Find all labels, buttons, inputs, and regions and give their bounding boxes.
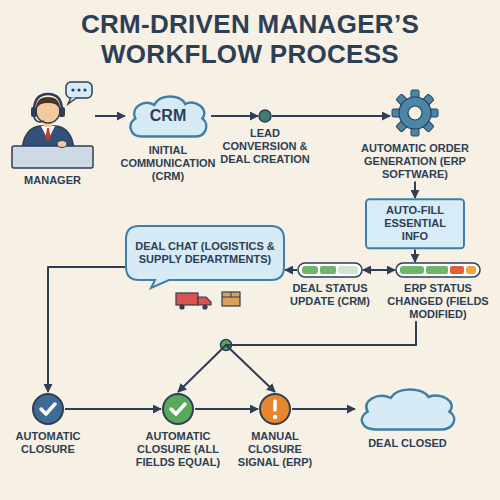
node-shape: [395, 262, 481, 278]
flow-arrow: [285, 269, 297, 271]
flow-node: DEAL STATUS UPDATE (CRM): [285, 262, 375, 308]
node-caption: MANAGER: [5, 174, 100, 187]
node-caption: DEAL STATUS UPDATE (CRM): [285, 282, 375, 308]
node-caption: INITIAL COMMUNICATION (CRM): [113, 144, 223, 184]
node-caption: AUTOMATIC CLOSURE: [8, 430, 88, 456]
node-shape: [297, 262, 363, 278]
node-caption: MANUAL CLOSURE SIGNAL (ERP): [230, 430, 320, 470]
flow-arrow: [272, 115, 390, 117]
check-circle: [161, 392, 195, 426]
flow-arrow: [178, 322, 416, 392]
box-icon: [222, 292, 240, 306]
status-bar: [297, 262, 363, 278]
node-shape: [355, 385, 460, 433]
node-shape: AUTO-FILL ESSENTIAL INFO: [365, 198, 465, 250]
flow-arrow: [95, 115, 125, 117]
flow-arrow: [363, 269, 395, 271]
flow-arrow: [211, 115, 258, 117]
node-caption: AUTOMATIC CLOSURE (ALL FIELDS EQUAL): [130, 430, 226, 470]
node-shape: [10, 80, 95, 170]
flow-node: AUTOMATIC CLOSURE (ALL FIELDS EQUAL): [130, 392, 226, 470]
node-caption: LEAD CONVERSION & DEAL CREATION: [215, 127, 315, 167]
diagram-title: CRM-DRIVEN MANAGER’S WORKFLOW PROCESS: [20, 10, 480, 70]
flow-arrow: [195, 408, 258, 410]
node-shape: [390, 88, 440, 138]
flow-node: MANUAL CLOSURE SIGNAL (ERP): [230, 392, 320, 470]
flow-arrow: [65, 408, 161, 410]
node-label: AUTO-FILL ESSENTIAL INFO: [373, 204, 457, 244]
flow-arrow: [48, 267, 125, 392]
node-shape: [161, 392, 195, 426]
node-shape: DEAL CHAT (LOGISTICS & SUPPLY DEPARTMENT…: [125, 225, 285, 281]
check-circle: [31, 392, 65, 426]
node-shape: [258, 392, 292, 426]
alert-circle: [258, 392, 292, 426]
flow-arrow: [414, 182, 416, 198]
gear-icon: [390, 88, 440, 138]
node-label: DEAL CHAT (LOGISTICS & SUPPLY DEPARTMENT…: [135, 240, 275, 266]
flow-node: AUTOMATIC ORDER GENERATION (ERP SOFTWARE…: [340, 88, 490, 182]
flow-node: DEAL CLOSED: [350, 385, 465, 450]
flow-arrow: [292, 408, 355, 410]
flow-node: ERP STATUS CHANGED (FIELDS MODIFIED): [383, 262, 493, 322]
flow-node: AUTOMATIC CLOSURE: [8, 392, 88, 456]
node-shape: CRM: [125, 92, 211, 140]
flow-node: DEAL CHAT (LOGISTICS & SUPPLY DEPARTMENT…: [125, 225, 285, 281]
flow-arrow: [414, 250, 416, 262]
flow-node: CRM INITIAL COMMUNICATION (CRM): [113, 92, 223, 184]
node-shape: [31, 392, 65, 426]
node-caption: ERP STATUS CHANGED (FIELDS MODIFIED): [383, 282, 493, 322]
node-label: CRM: [150, 106, 186, 125]
flow-node: MANAGER: [5, 80, 100, 187]
node-caption: AUTOMATIC ORDER GENERATION (ERP SOFTWARE…: [340, 142, 490, 182]
node-caption: DEAL CLOSED: [350, 437, 465, 450]
cloud-shape: [355, 385, 460, 433]
node-shape: [258, 109, 272, 123]
flow-node: LEAD CONVERSION & DEAL CREATION: [215, 109, 315, 167]
flow-arrow: [226, 322, 416, 392]
status-bar: [395, 262, 481, 278]
manager-illustration: [10, 80, 95, 170]
truck-icon: [176, 293, 211, 310]
step-dot: [258, 109, 272, 123]
flow-node: AUTO-FILL ESSENTIAL INFO: [365, 198, 465, 250]
